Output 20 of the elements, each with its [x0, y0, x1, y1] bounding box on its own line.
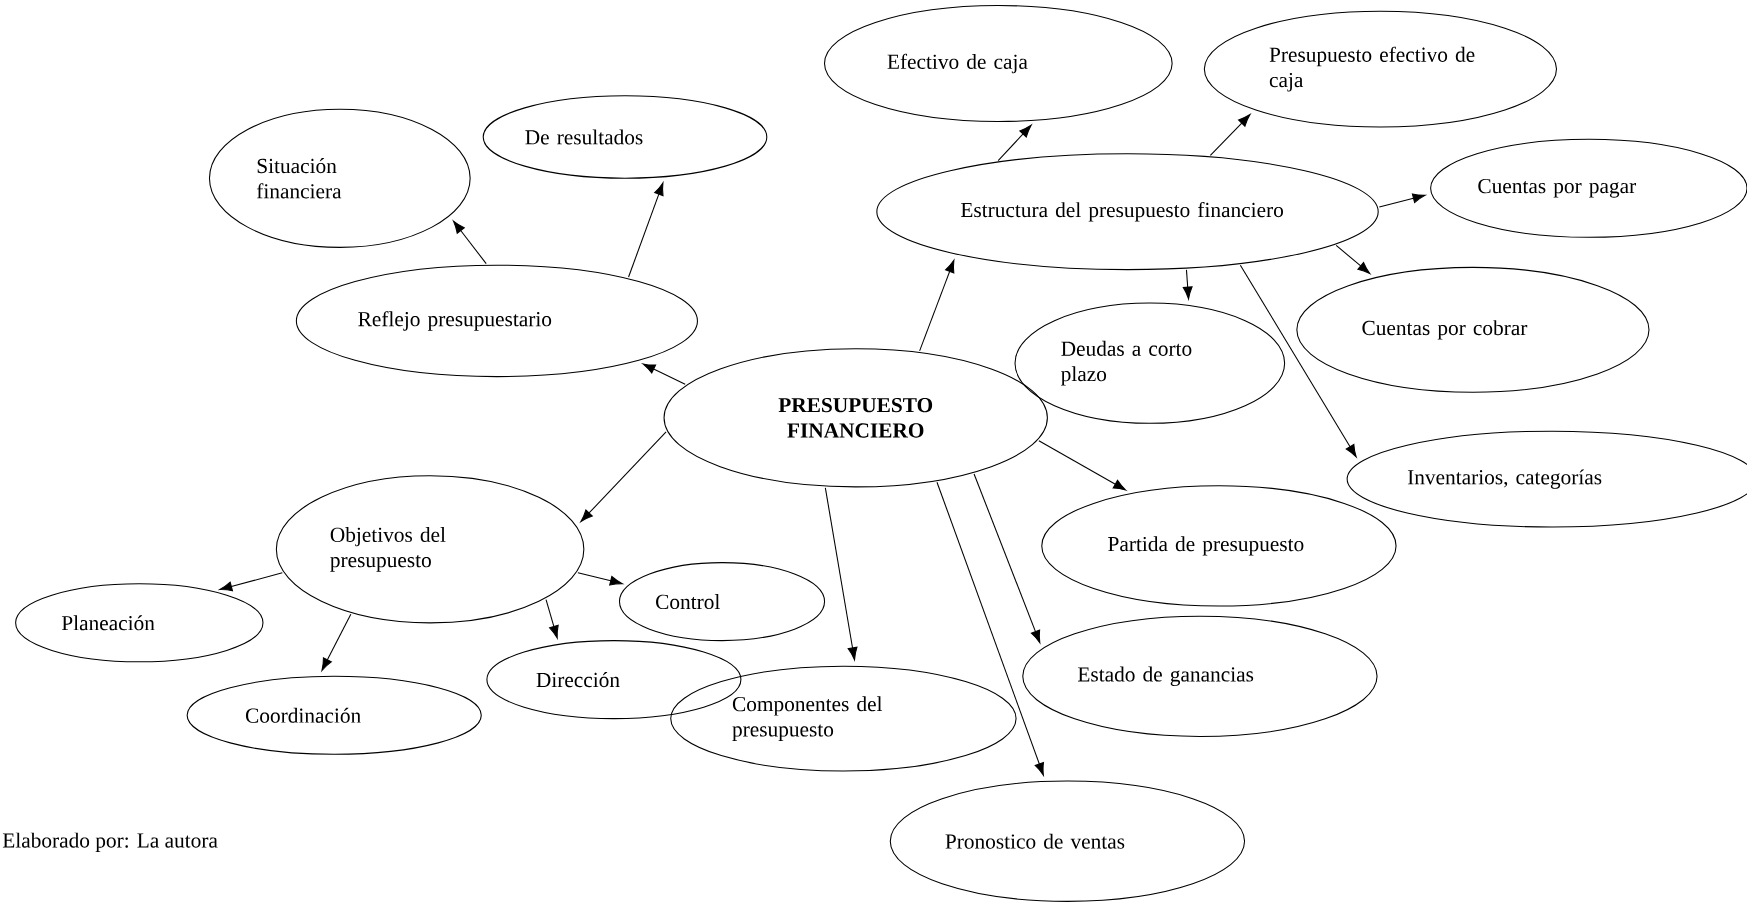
- source-note: Elaborado por: La autora: [2, 832, 218, 852]
- arrow: [1239, 264, 1357, 458]
- arrow: [219, 572, 283, 592]
- arrow: [936, 481, 1044, 776]
- arrow: [580, 431, 667, 523]
- arrow: [1038, 440, 1127, 491]
- arrow: [545, 599, 559, 639]
- arrow: [1182, 269, 1193, 300]
- arrow: [452, 220, 487, 265]
- arrow: [1209, 114, 1251, 156]
- arrow: [321, 613, 352, 671]
- arrow: [628, 182, 664, 278]
- arrow: [1335, 244, 1371, 275]
- arrow: [919, 259, 955, 352]
- arrow: [997, 124, 1032, 162]
- arrow: [824, 487, 858, 661]
- arrow: [1378, 193, 1426, 208]
- arrow: [973, 473, 1041, 644]
- arrow: [642, 363, 686, 385]
- arrow: [577, 572, 623, 586]
